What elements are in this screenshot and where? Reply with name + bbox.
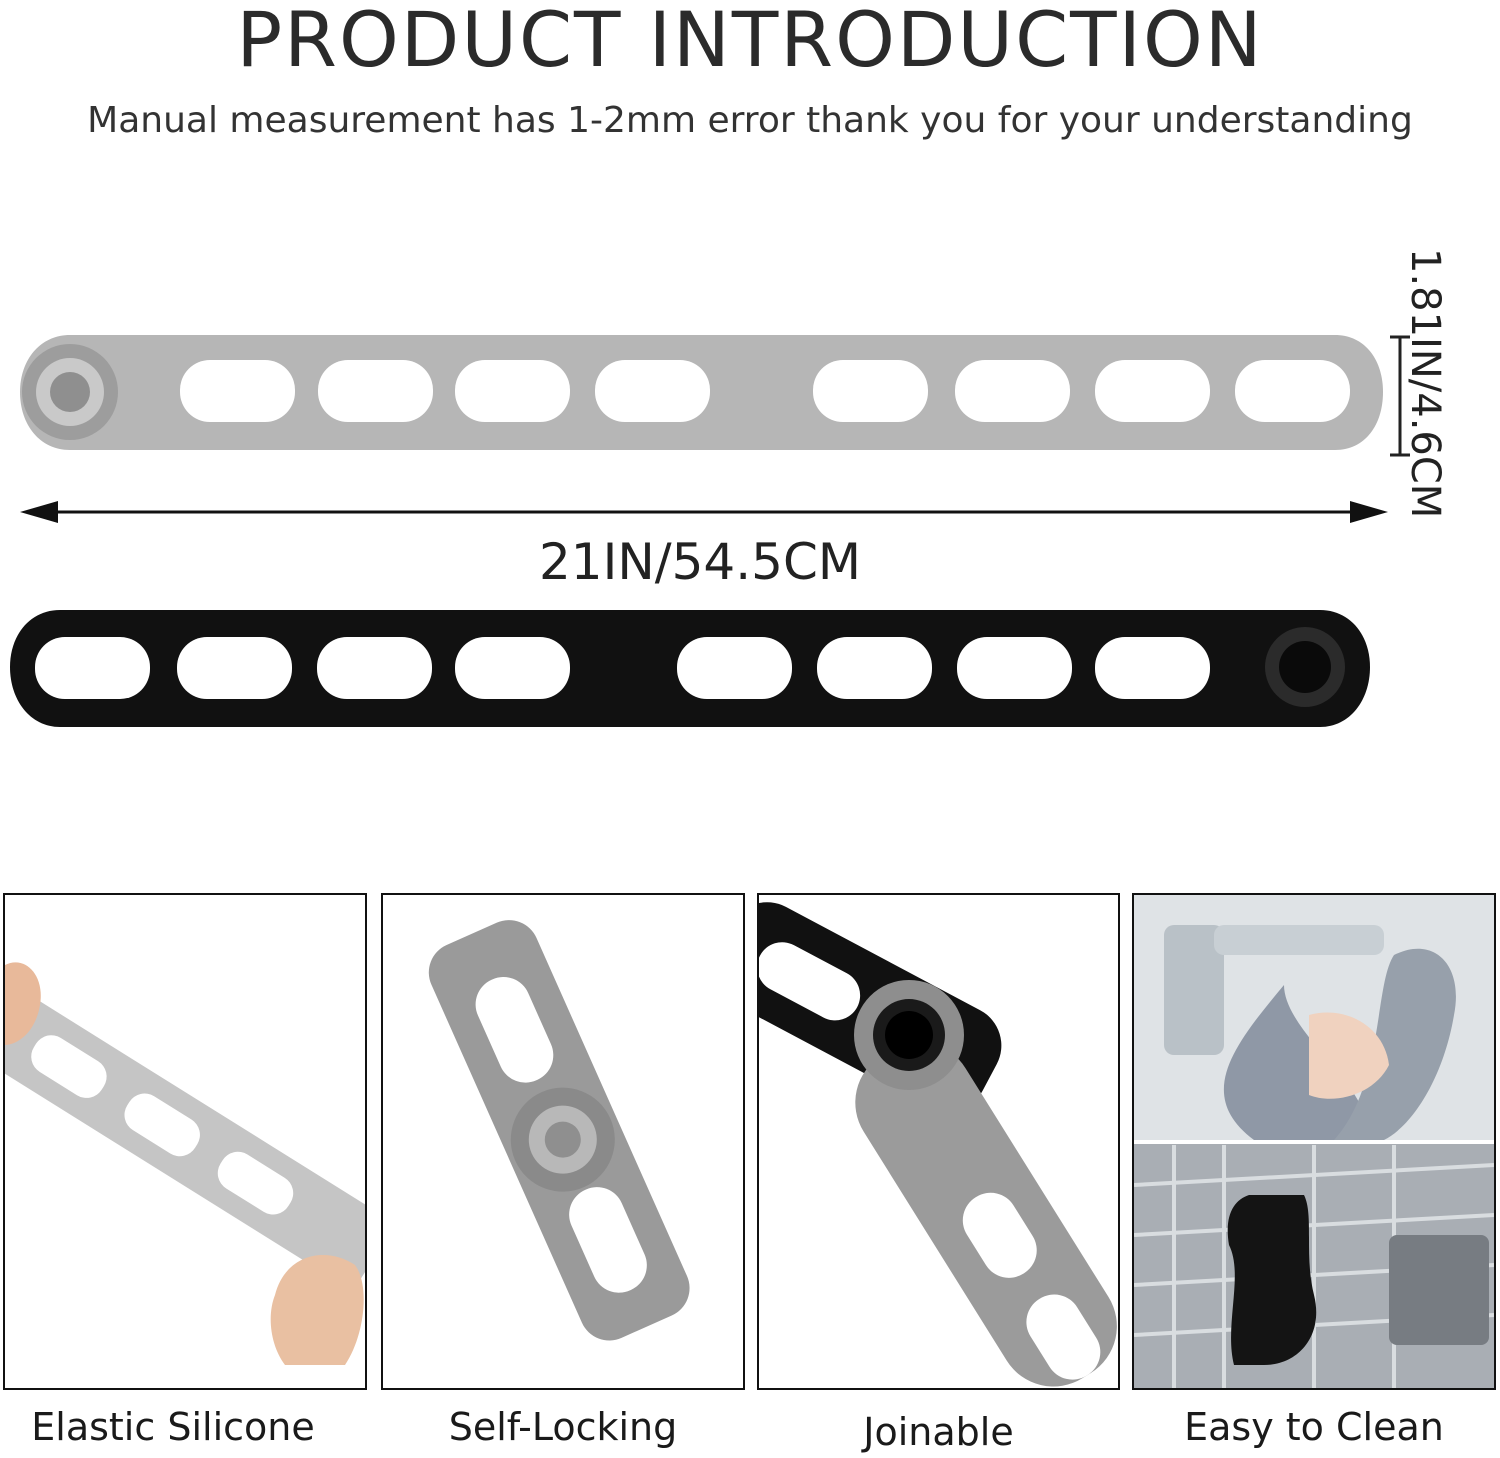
width-dimension-label: 1.81IN/4.6CM	[1402, 248, 1448, 519]
black-strap-image	[10, 610, 1370, 727]
page-title: PRODUCT INTRODUCTION	[236, 0, 1264, 84]
feature-caption-joinable: Joinable	[863, 1410, 1014, 1454]
feature-panel-joinable	[757, 893, 1120, 1390]
feature-panel-easy-clean	[1132, 893, 1496, 1390]
stretched-strap-image	[5, 962, 365, 1365]
feature-caption-elastic: Elastic Silicone	[31, 1405, 315, 1449]
length-dimension-label: 21IN/54.5CM	[539, 533, 861, 591]
feature-caption-self-locking: Self-Locking	[448, 1405, 678, 1449]
joined-straps-image	[759, 902, 1117, 1387]
length-dimension-arrow	[20, 501, 1388, 523]
washing-image	[1134, 895, 1494, 1388]
feature-panel-self-locking	[381, 893, 745, 1390]
locked-strap-image	[428, 920, 690, 1341]
width-dimension-bracket	[1390, 335, 1410, 457]
feature-caption-easy-clean: Easy to Clean	[1184, 1405, 1444, 1449]
feature-panel-elastic	[3, 893, 367, 1390]
gray-strap-image	[20, 335, 1383, 450]
page-subtitle: Manual measurement has 1-2mm error thank…	[87, 100, 1413, 141]
